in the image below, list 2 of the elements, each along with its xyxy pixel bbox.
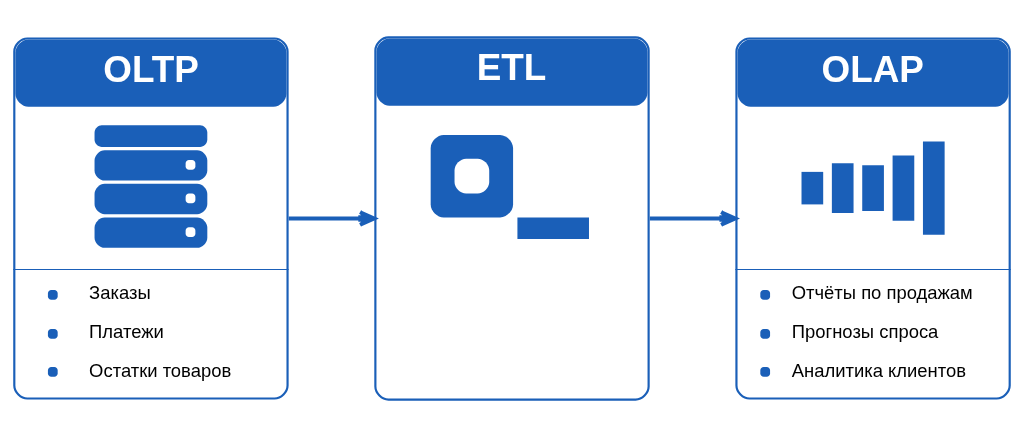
arrow bbox=[649, 210, 738, 227]
arrow bbox=[288, 210, 377, 227]
